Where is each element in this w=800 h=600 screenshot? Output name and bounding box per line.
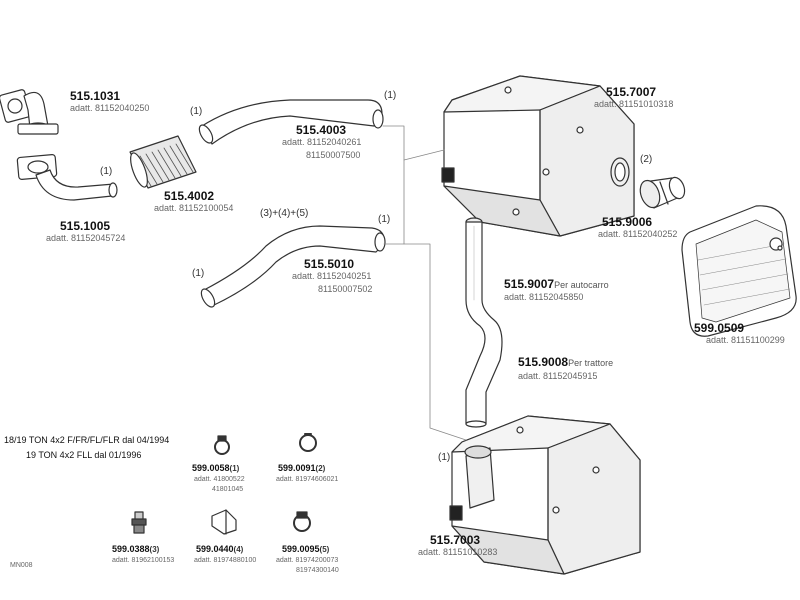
bent-pipe-515-1005 [16,154,118,201]
adatt-515-9008: adatt. 81152045915 [518,371,598,381]
qty-515-4003-right: (1) [384,90,397,101]
part-number-515-9008: 515.9008Per trattore [518,355,614,369]
hose-clamp-icon [214,435,230,455]
stack-pipe-515-9007 [465,217,503,428]
adatt-515-4003-a: adatt. 81152040261 [282,137,362,147]
part-number-515-4003: 515.4003 [296,123,347,137]
ring-clamp-icon [299,433,317,452]
part-number-515-5010: 515.5010 [304,257,355,271]
heat-shield-599-0509 [681,205,797,337]
desc-515-9007: Per autocarro [554,280,609,290]
sleeve-515-9006 [639,176,686,209]
clamp-icon [293,511,311,532]
part-number-515-7003: 515.7003 [430,533,481,547]
adatt-599-0095-a: adatt. 81974200073 [276,557,339,564]
qty-515-5010-left: (1) [192,268,205,279]
qty-515-1005: (1) [100,166,113,177]
qty-515-5010-top: (3)+(4)+(5) [260,208,309,219]
adatt-599-0388: adatt. 81962100153 [112,557,175,564]
diagram-code: MN008 [10,562,33,569]
qty-515-7003: (1) [438,452,451,463]
qty-515-9006: (2) [640,154,653,165]
adatt-515-1005: adatt. 81152045724 [46,233,126,243]
part-number-599-0091: 599.0091(2) [278,463,326,473]
qty-515-5010-right: (1) [378,214,391,225]
desc-515-9008: Per trattore [568,358,614,368]
exhaust-elbow-515-1031 [0,89,59,135]
pipe-515-5010 [200,225,386,308]
vehicle-line-1: 18/19 TON 4x2 F/FR/FL/FLR dal 04/1994 [4,435,170,445]
part-number-515-1031: 515.1031 [70,89,121,103]
adatt-599-0509: adatt. 81151100299 [706,335,785,345]
adatt-515-4003-b: 81150007500 [306,150,361,160]
bracket-icon [211,509,237,535]
qty-515-4003-left: (1) [190,106,203,117]
part-number-599-0440: 599.0440(4) [196,544,244,554]
adatt-599-0091: adatt. 81974606021 [276,476,339,483]
adatt-515-7007: adatt. 81151010318 [594,99,674,109]
adatt-515-9006: adatt. 81152040252 [598,229,678,239]
part-number-515-1005: 515.1005 [60,219,111,233]
silencer-515-7007 [441,75,635,237]
adatt-515-1031: adatt. 81152040250 [70,103,150,113]
adatt-515-7003: adatt. 81151010283 [418,547,498,557]
adatt-599-0440: adatt. 81974880100 [194,557,257,564]
part-number-515-9006: 515.9006 [602,215,653,229]
pipe-515-4003 [198,99,384,145]
rubber-mount-icon [131,511,147,534]
part-number-515-9007: 515.9007Per autocarro [504,277,609,291]
adatt-599-0095-b: 81974300140 [296,567,339,574]
part-number-599-0388: 599.0388(3) [112,544,160,554]
part-number-515-4002: 515.4002 [164,189,215,203]
part-number-515-7007: 515.7007 [606,85,657,99]
silencer-515-7003 [449,415,641,575]
adatt-599-0058-a: adatt. 41800522 [194,476,245,483]
vehicle-line-2: 19 TON 4x2 FLL dal 01/1996 [26,450,142,460]
part-number-599-0509: 599.0509 [694,321,745,335]
adatt-599-0058-b: 41801045 [212,486,244,493]
part-number-599-0058: 599.0058(1) [192,463,240,473]
adatt-515-4002: adatt. 81152100054 [154,203,234,213]
adatt-515-5010-a: adatt. 81152040251 [292,271,372,281]
adatt-515-5010-b: 81150007502 [318,284,373,294]
flexible-hose-515-4002 [129,135,197,189]
part-number-599-0095: 599.0095(5) [282,544,330,554]
adatt-515-9007: adatt. 81152045850 [504,292,584,302]
